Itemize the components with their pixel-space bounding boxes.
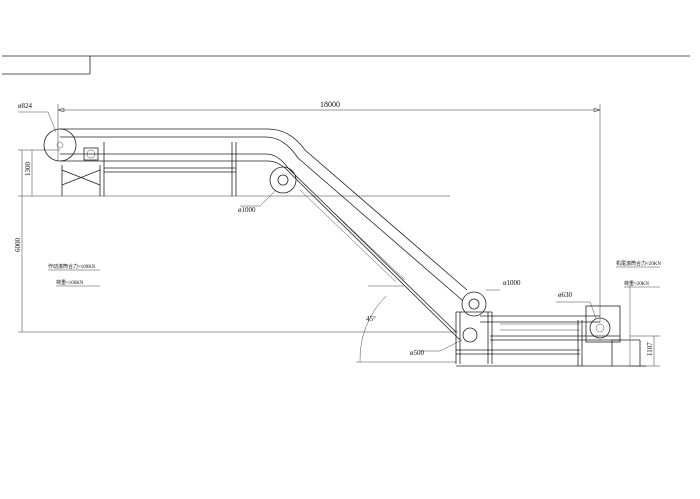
overall-length-label: 18000: [320, 100, 340, 109]
overall-length-dimension: 18000: [57, 100, 601, 322]
left-drive-frame: [61, 142, 237, 196]
take-up-pulley: ø500: [410, 327, 478, 357]
left-load-note: 作动滚筒合力≈100KN: [48, 263, 96, 270]
right-height-label: 1107: [646, 342, 654, 356]
lower-support-frame: [455, 311, 580, 364]
left-height-label: 1300: [24, 162, 32, 177]
ground-lines: [456, 286, 646, 367]
upper-bend-pulley: ø1000: [238, 166, 297, 214]
angle-label: 45°: [366, 315, 376, 323]
head-pulley: ø824: [18, 102, 77, 162]
drawing-frame: [2, 55, 690, 75]
right-weight-note: 荷重≈20KN: [624, 280, 649, 287]
tail-pulley: ø630: [556, 291, 611, 339]
conveyor-belt: [60, 128, 468, 341]
inclined-section: [299, 184, 406, 287]
left-notes: 作动滚筒合力≈100KN 荷重≈100KN: [48, 263, 100, 287]
head-pulley-label: ø824: [18, 102, 33, 110]
angle-indicator: 45°: [356, 295, 456, 363]
height-dimensions: 1300 6000: [14, 149, 458, 333]
take-up-pulley-label: ø500: [410, 349, 425, 357]
upper-bend-pulley-label: ø1000: [238, 206, 256, 214]
tail-section: [480, 305, 641, 366]
right-height-dimension: 1107: [630, 335, 660, 367]
lower-bend-pulley: ø1000: [461, 279, 521, 317]
right-notes: 机尾滚筒合力≈20KN 荷重≈20KN: [616, 260, 661, 288]
right-load-note: 机尾滚筒合力≈20KN: [616, 260, 661, 267]
lift-height-label: 6000: [14, 238, 22, 253]
left-weight-note: 荷重≈100KN: [56, 279, 84, 286]
lower-bend-pulley-label: ø1000: [503, 279, 521, 287]
tail-pulley-label: ø630: [558, 291, 573, 299]
